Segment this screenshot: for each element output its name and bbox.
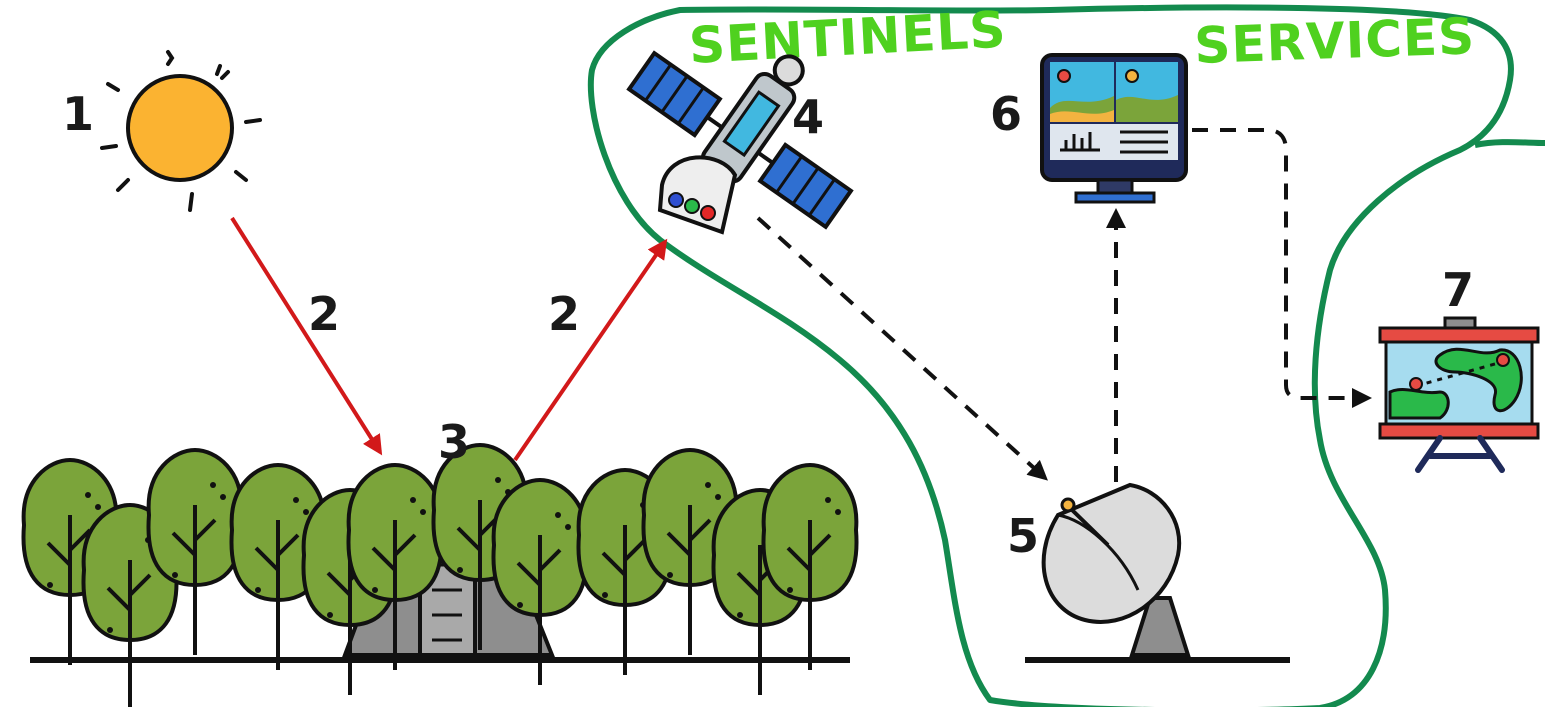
reflected-radiation-arrow bbox=[513, 238, 668, 462]
satellite-icon bbox=[626, 50, 854, 230]
forest-icon bbox=[21, 443, 859, 707]
ground-antenna-icon bbox=[1025, 482, 1290, 663]
services-label: SERVICES bbox=[1193, 7, 1476, 75]
monitor-icon bbox=[1040, 53, 1188, 204]
monitor-to-map-arrow bbox=[1192, 128, 1372, 408]
satellite-sensor bbox=[657, 155, 738, 235]
label-5: 5 bbox=[1007, 509, 1039, 563]
label-3: 3 bbox=[438, 415, 470, 469]
sentinels-services-boundary bbox=[587, 4, 1514, 707]
label-2-incoming: 2 bbox=[308, 287, 340, 341]
label-2-reflected: 2 bbox=[548, 287, 580, 341]
boundary-stub bbox=[1474, 139, 1546, 148]
label-6: 6 bbox=[990, 87, 1022, 141]
label-4: 4 bbox=[792, 90, 824, 144]
incoming-radiation-arrow bbox=[230, 216, 383, 456]
label-7: 7 bbox=[1442, 263, 1474, 317]
label-1: 1 bbox=[62, 87, 94, 141]
map-board-icon bbox=[1378, 316, 1540, 473]
downlink-arrow bbox=[756, 216, 1048, 481]
sun-icon bbox=[100, 50, 262, 212]
